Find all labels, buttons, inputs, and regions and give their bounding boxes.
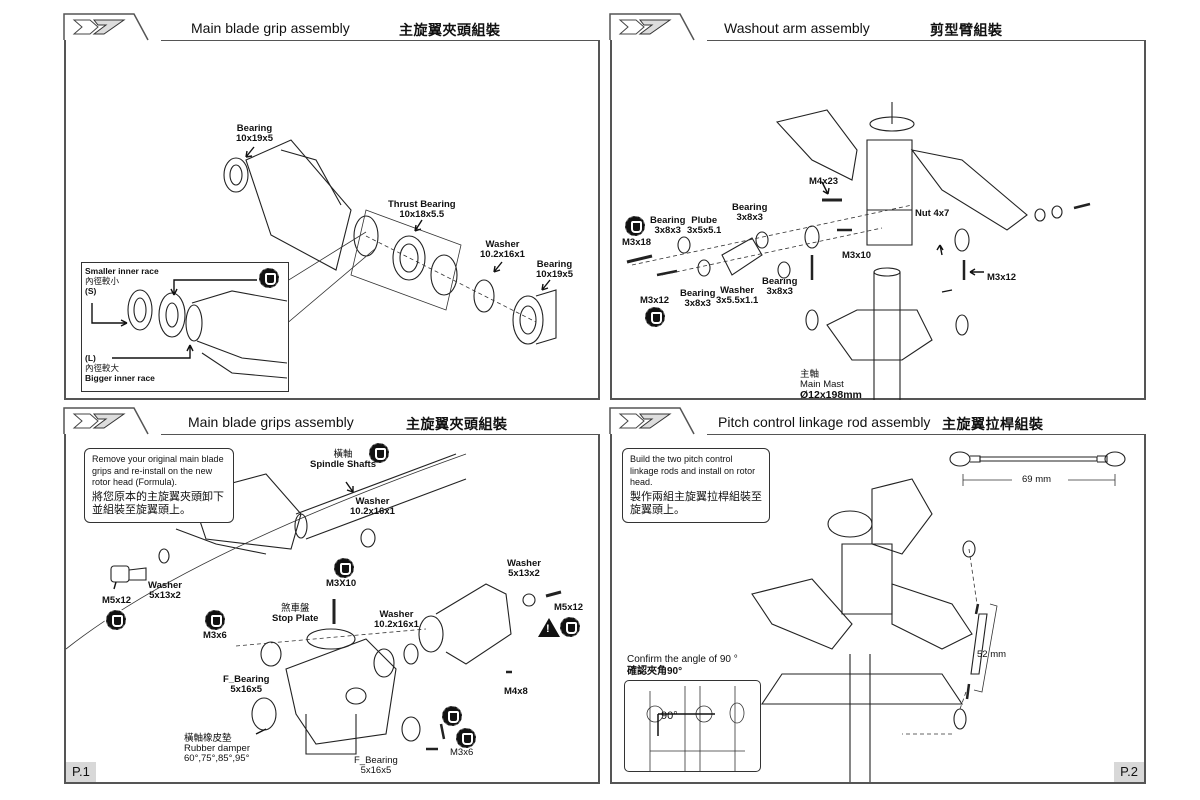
label-stop-plate: 煞車盤 Stop Plate [272,603,319,624]
label-m3x6-left: M3x6 [203,630,227,641]
pitch-linkage-drawing [751,451,1126,782]
rod-length-69mm: 69 mm [1022,474,1052,485]
x7-logo-tab [609,407,695,435]
panel-title-zh: 主旋翼夾頭組裝 [399,22,501,38]
thread-lock-icon [205,610,225,630]
panel-header-rule [161,40,600,41]
label-rubber-damper: 橫軸橡皮墊 Rubber damper 60°,75°,85°,95° [184,733,251,764]
x7-logo-tab [609,13,695,41]
washout-arm-exploded-drawing [626,102,1091,400]
x7-logo-tab [63,13,149,41]
label-m4x8: M4x8 [504,686,528,697]
note-text-en: Remove your original main blade grips an… [92,454,224,487]
label-m5x12-right: M5x12 [554,602,584,613]
panel-title-zh: 剪型臂組裝 [930,22,1003,38]
label-m3x18: M3x18 [622,237,652,248]
angle-inset-drawing [646,686,745,771]
panel-main-blade-grip-assembly: Main blade grip assembly 主旋翼夾頭組裝 Bea [63,13,600,400]
note-text-zh: 將您原本的主旋翼夾頭卸下並組裝至旋翼頭上。 [92,490,224,516]
panel-title-en: Main blade grip assembly [191,20,350,36]
bearing-right-part [512,295,544,345]
thread-lock-icon [106,610,126,630]
rod-length-52mm: 52 mm [977,649,1007,660]
panel-header-rule [161,434,600,435]
label-main-mast: 主軸 Main Mast Ø12x198mm [800,369,862,401]
label-confirm-angle: Confirm the angle of 90 ° 確認夾角90° [627,654,738,677]
label-smaller-inner-race: Smaller inner race 內徑較小 (S) [85,266,159,296]
blade-grip-exploded-drawing [175,139,557,359]
panel-title-zh: 主旋翼夾頭組裝 [406,416,508,432]
stop-plate-part [306,628,356,650]
bearing-orientation-inset: Smaller inner race 內徑較小 (S) (L) 內徑較大 Big… [81,262,289,392]
thread-lock-icon [625,216,645,236]
washer-part [473,279,495,313]
panel-header-rule [707,40,1146,41]
bearing-top-part [223,157,249,193]
thread-lock-icon [456,728,476,748]
rotor-head-exploded-drawing [65,453,562,755]
label-m3x10: M3x10 [842,250,872,261]
instruction-note-remove-grips: Remove your original main blade grips an… [84,448,234,523]
note-text-en: Build the two pitch control linkage rods… [630,454,756,487]
label-m4x23: M4x23 [809,176,839,187]
label-m3x6-right: M3x6 [450,747,474,758]
warning-icon [538,618,560,637]
linkage-rod [979,456,1098,462]
ball-link-right [954,228,970,252]
washer-top-part [360,528,376,548]
label-m3x12-left: M3x12 [640,295,670,306]
label-m5x12-left: M5x12 [102,595,132,606]
thrust-bearing-part [392,235,426,281]
panel-title-en: Washout arm assembly [724,20,870,36]
note-text-zh: 製作兩組主旋翼拉桿組裝至旋翼頭上。 [630,490,762,516]
panel-title-en: Main blade grips assembly [188,414,354,430]
label-m3x10: M3X10 [326,578,357,589]
x7-logo-tab [63,407,149,435]
angle-90-label: 90° [661,710,678,722]
panel-main-blade-grips-assembly: Main blade grips assembly 主旋翼夾頭組裝 [63,407,600,784]
panel-title-en: Pitch control linkage rod assembly [718,414,931,430]
page-number-label: P.1 [66,762,96,782]
thread-lock-icon [442,706,462,726]
panel-pitch-control-linkage-rod-assembly: Pitch control linkage rod assembly 主旋翼拉桿… [609,407,1146,784]
grease-icon [259,268,279,288]
label-m3x12-right: M3x12 [987,272,1017,283]
panel-title-zh: 主旋翼拉桿組裝 [942,416,1044,432]
panel-header-rule [707,434,1146,435]
label-spindle-shafts: 橫軸 Spindle Shafts [310,449,376,470]
angle-check-inset: 90° [624,680,761,772]
thread-lock-icon [645,307,665,327]
rod-end-right [1104,451,1126,467]
instruction-note-build-rods: Build the two pitch control linkage rods… [622,448,770,523]
rod-end-left [949,451,971,467]
ball-link-left [804,225,820,249]
thread-lock-icon [560,617,580,637]
inset-drawing [91,279,288,379]
panel-washout-arm-assembly: Washout arm assembly 剪型臂組裝 [609,13,1146,401]
label-bigger-inner-race: (L) 內徑較大 Bigger inner race [85,353,155,383]
thread-lock-icon [334,558,354,578]
grease-icon [369,443,389,463]
page-number-label: P.2 [1114,762,1144,782]
label-nut-4x7: Nut 4x7 [915,208,950,219]
